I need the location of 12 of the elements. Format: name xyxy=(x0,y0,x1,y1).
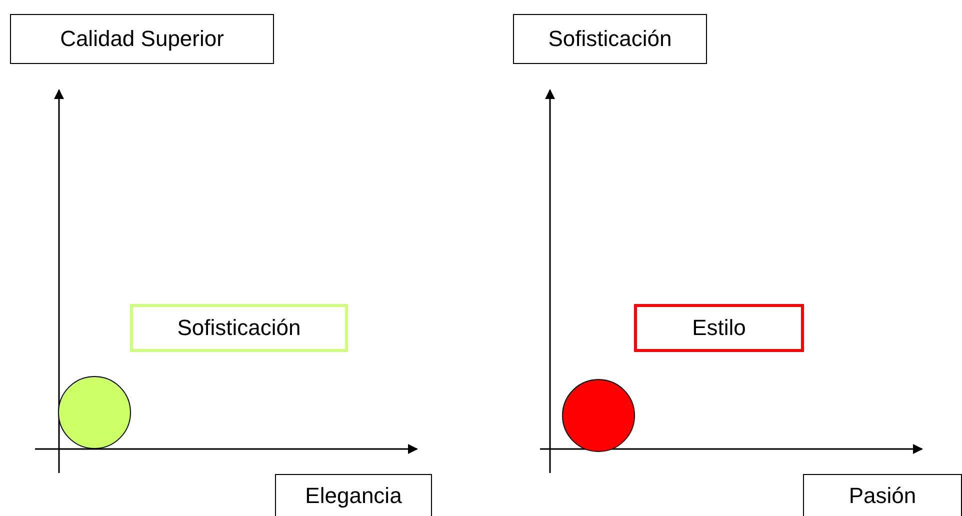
axis-label: Elegancia xyxy=(305,483,402,509)
axis-label: Pasión xyxy=(848,483,916,509)
axis-label: Calidad Superior xyxy=(60,26,224,52)
label-box xyxy=(130,304,348,352)
label-box xyxy=(10,14,274,64)
label-box xyxy=(803,474,962,516)
axis-label: Sofisticación xyxy=(548,26,672,52)
label-box xyxy=(513,14,707,64)
axis-label: Estilo xyxy=(692,315,746,341)
label-box xyxy=(634,304,804,352)
label-box xyxy=(275,474,432,516)
axis-label: Sofisticación xyxy=(177,315,301,341)
